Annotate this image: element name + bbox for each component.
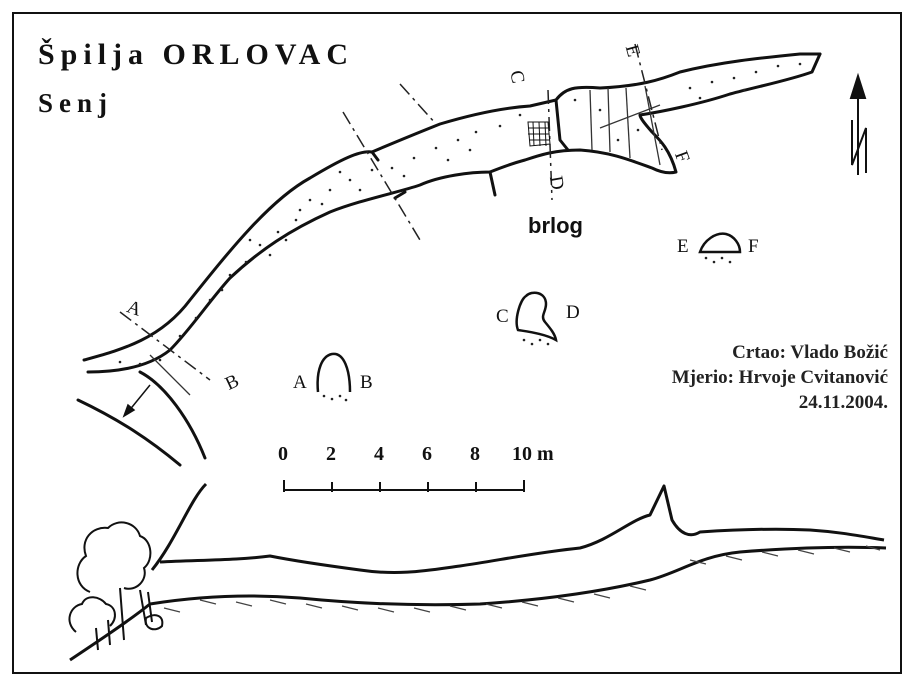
credit-measured-by: Mjerio: Hrvoje Cvitanović [671, 367, 888, 388]
feature-label-brlog: brlog [528, 213, 583, 238]
map-frame [12, 12, 902, 674]
credits-block: Crtao: Vlado Božić Mjerio: Hrvoje Cvitan… [672, 340, 888, 415]
credit-date: 24.11.2004. [798, 392, 888, 413]
section-cd-right: D [566, 302, 580, 323]
plan-north-wall [82, 52, 822, 362]
scale-tick-10m: 10 m [512, 443, 554, 465]
cross-section-shapes [316, 232, 742, 393]
scale-tick-8: 8 [470, 443, 480, 465]
scale-tick-0: 0 [278, 443, 288, 465]
section-ef-left: E [677, 236, 689, 257]
map-title: Špilja ORLOVAC [38, 38, 355, 71]
profile-floor-hatching [163, 545, 881, 613]
scale-bar [283, 480, 525, 492]
scale-tick-6: 6 [422, 443, 432, 465]
north-arrow [849, 72, 867, 175]
section-ef-right: F [748, 236, 759, 257]
scale-tick-2: 2 [326, 443, 336, 465]
credit-drawn-by: Crtao: Vlado Božić [732, 342, 888, 363]
plan-floor-stipple [118, 62, 802, 366]
scale-tick-4: 4 [374, 443, 384, 465]
section-ab-right: B [360, 372, 373, 393]
entrance-trees [68, 521, 164, 651]
map-location: Senj [38, 88, 114, 118]
section-cd-left: C [496, 306, 509, 327]
profile-outline [69, 482, 887, 662]
section-ab-left: A [293, 372, 307, 393]
plan-south-wall [86, 113, 678, 374]
